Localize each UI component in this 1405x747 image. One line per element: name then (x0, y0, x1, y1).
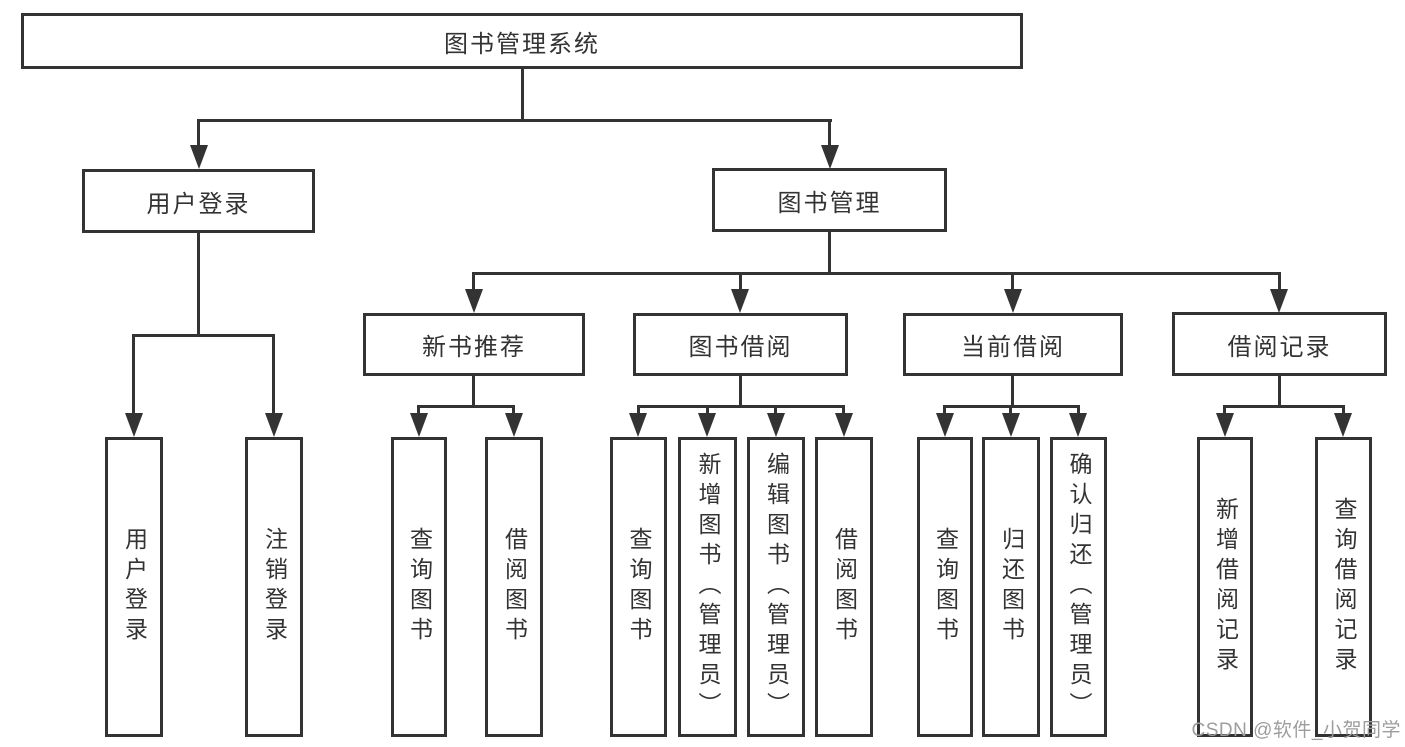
arrow-down-icon (698, 413, 716, 437)
leaf-records-add-record: 新增借阅记录 (1197, 437, 1253, 737)
tree-edge (739, 272, 742, 290)
tree-edge (1009, 405, 1012, 415)
tree-edge (197, 119, 200, 147)
leaf-label: 借阅图书 (501, 527, 528, 647)
leaf-borrowing-add-books-admin: 新增图书（管理员） (678, 437, 737, 737)
tree-edge (521, 69, 524, 121)
tree-edge (1223, 405, 1226, 415)
node-borrowing-records: 借阅记录 (1172, 312, 1387, 376)
leaf-logout: 注销登录 (245, 437, 303, 737)
leaf-records-query-record: 查询借阅记录 (1315, 437, 1372, 737)
root-node-label: 图书管理系统 (444, 30, 600, 58)
tree-edge (197, 233, 200, 336)
leaf-label: 借阅图书 (831, 527, 858, 647)
tree-edge (943, 405, 946, 415)
tree-edge (828, 119, 831, 147)
tree-edge (197, 119, 832, 122)
tree-edge (272, 334, 275, 414)
arrow-down-icon (125, 413, 143, 437)
tree-edge (1224, 405, 1345, 408)
tree-edge (944, 405, 1080, 408)
arrow-down-icon (1216, 413, 1234, 437)
arrow-down-icon (731, 289, 749, 313)
tree-edge (472, 272, 475, 290)
tree-edge (637, 405, 640, 415)
arrow-down-icon (821, 145, 839, 169)
leaf-label: 查询图书 (406, 527, 433, 647)
node-book-borrowing: 图书借阅 (633, 313, 848, 376)
leaf-current-query-books: 查询图书 (917, 437, 973, 737)
tree-edge (828, 232, 831, 274)
tree-edge (1278, 376, 1281, 406)
arrow-down-icon (767, 413, 785, 437)
tree-edge (739, 376, 742, 407)
tree-edge (418, 405, 515, 408)
leaf-label: 查询借阅记录 (1331, 497, 1357, 677)
leaf-borrowing-edit-books-admin: 编辑图书（管理员） (747, 437, 805, 737)
tree-edge (1011, 272, 1014, 290)
leaf-recommend-borrow-books: 借阅图书 (485, 437, 543, 737)
leaf-label: 查询图书 (626, 527, 652, 647)
arrow-down-icon (1334, 413, 1352, 437)
node-current-borrowing: 当前借阅 (903, 313, 1123, 376)
leaf-label: 确认归还（管理员） (1066, 452, 1092, 722)
node-label: 新书推荐 (422, 334, 526, 361)
branch-book-management: 图书管理 (712, 168, 947, 232)
arrow-down-icon (505, 413, 523, 437)
root-node: 图书管理系统 (21, 13, 1023, 69)
tree-edge (1278, 272, 1281, 290)
leaf-borrowing-query-books: 查询图书 (610, 437, 667, 737)
arrow-down-icon (190, 145, 208, 169)
arrow-down-icon (1069, 413, 1087, 437)
arrow-down-icon (1002, 413, 1020, 437)
leaf-label: 用户登录 (121, 527, 148, 647)
leaf-current-return-books: 归还图书 (982, 437, 1040, 737)
tree-edge (132, 334, 275, 337)
arrow-down-icon (410, 413, 428, 437)
tree-edge (1077, 405, 1080, 415)
branch-user-login: 用户登录 (82, 169, 315, 233)
tree-edge (774, 405, 777, 415)
leaf-label: 新增借阅记录 (1212, 497, 1239, 677)
leaf-label: 编辑图书（管理员） (763, 452, 790, 722)
node-label: 借阅记录 (1227, 333, 1332, 361)
tree-edge (637, 405, 845, 408)
tree-edge (842, 405, 845, 415)
leaf-label: 归还图书 (998, 527, 1025, 647)
branch-label: 图书管理 (777, 189, 882, 217)
tree-edge (472, 272, 1281, 275)
arrow-down-icon (465, 289, 483, 313)
arrow-down-icon (835, 413, 853, 437)
leaf-label: 新增图书（管理员） (695, 452, 721, 722)
node-label: 图书借阅 (688, 334, 793, 361)
arrow-down-icon (629, 413, 647, 437)
leaf-label: 注销登录 (261, 527, 288, 647)
node-label: 当前借阅 (961, 334, 1065, 361)
arrow-down-icon (1270, 289, 1288, 313)
tree-edge (417, 405, 420, 415)
tree-edge (512, 405, 515, 415)
leaf-recommend-query-books: 查询图书 (391, 437, 447, 737)
arrow-down-icon (1004, 289, 1022, 313)
node-new-book-recommendation: 新书推荐 (363, 313, 585, 376)
tree-edge (706, 405, 709, 415)
tree-edge (1342, 405, 1345, 415)
leaf-label: 查询图书 (932, 527, 959, 647)
leaf-borrowing-borrow-books: 借阅图书 (815, 437, 873, 737)
leaf-user-login: 用户登录 (105, 437, 163, 737)
tree-edge (472, 376, 475, 407)
tree-edge (132, 334, 135, 414)
arrow-down-icon (265, 413, 283, 437)
branch-label: 用户登录 (146, 190, 251, 218)
tree-edge (1011, 376, 1014, 407)
arrow-down-icon (936, 413, 954, 437)
leaf-current-confirm-return-admin: 确认归还（管理员） (1050, 437, 1107, 737)
csdn-watermark: CSDN @软件_小贺同学 (1191, 720, 1401, 741)
